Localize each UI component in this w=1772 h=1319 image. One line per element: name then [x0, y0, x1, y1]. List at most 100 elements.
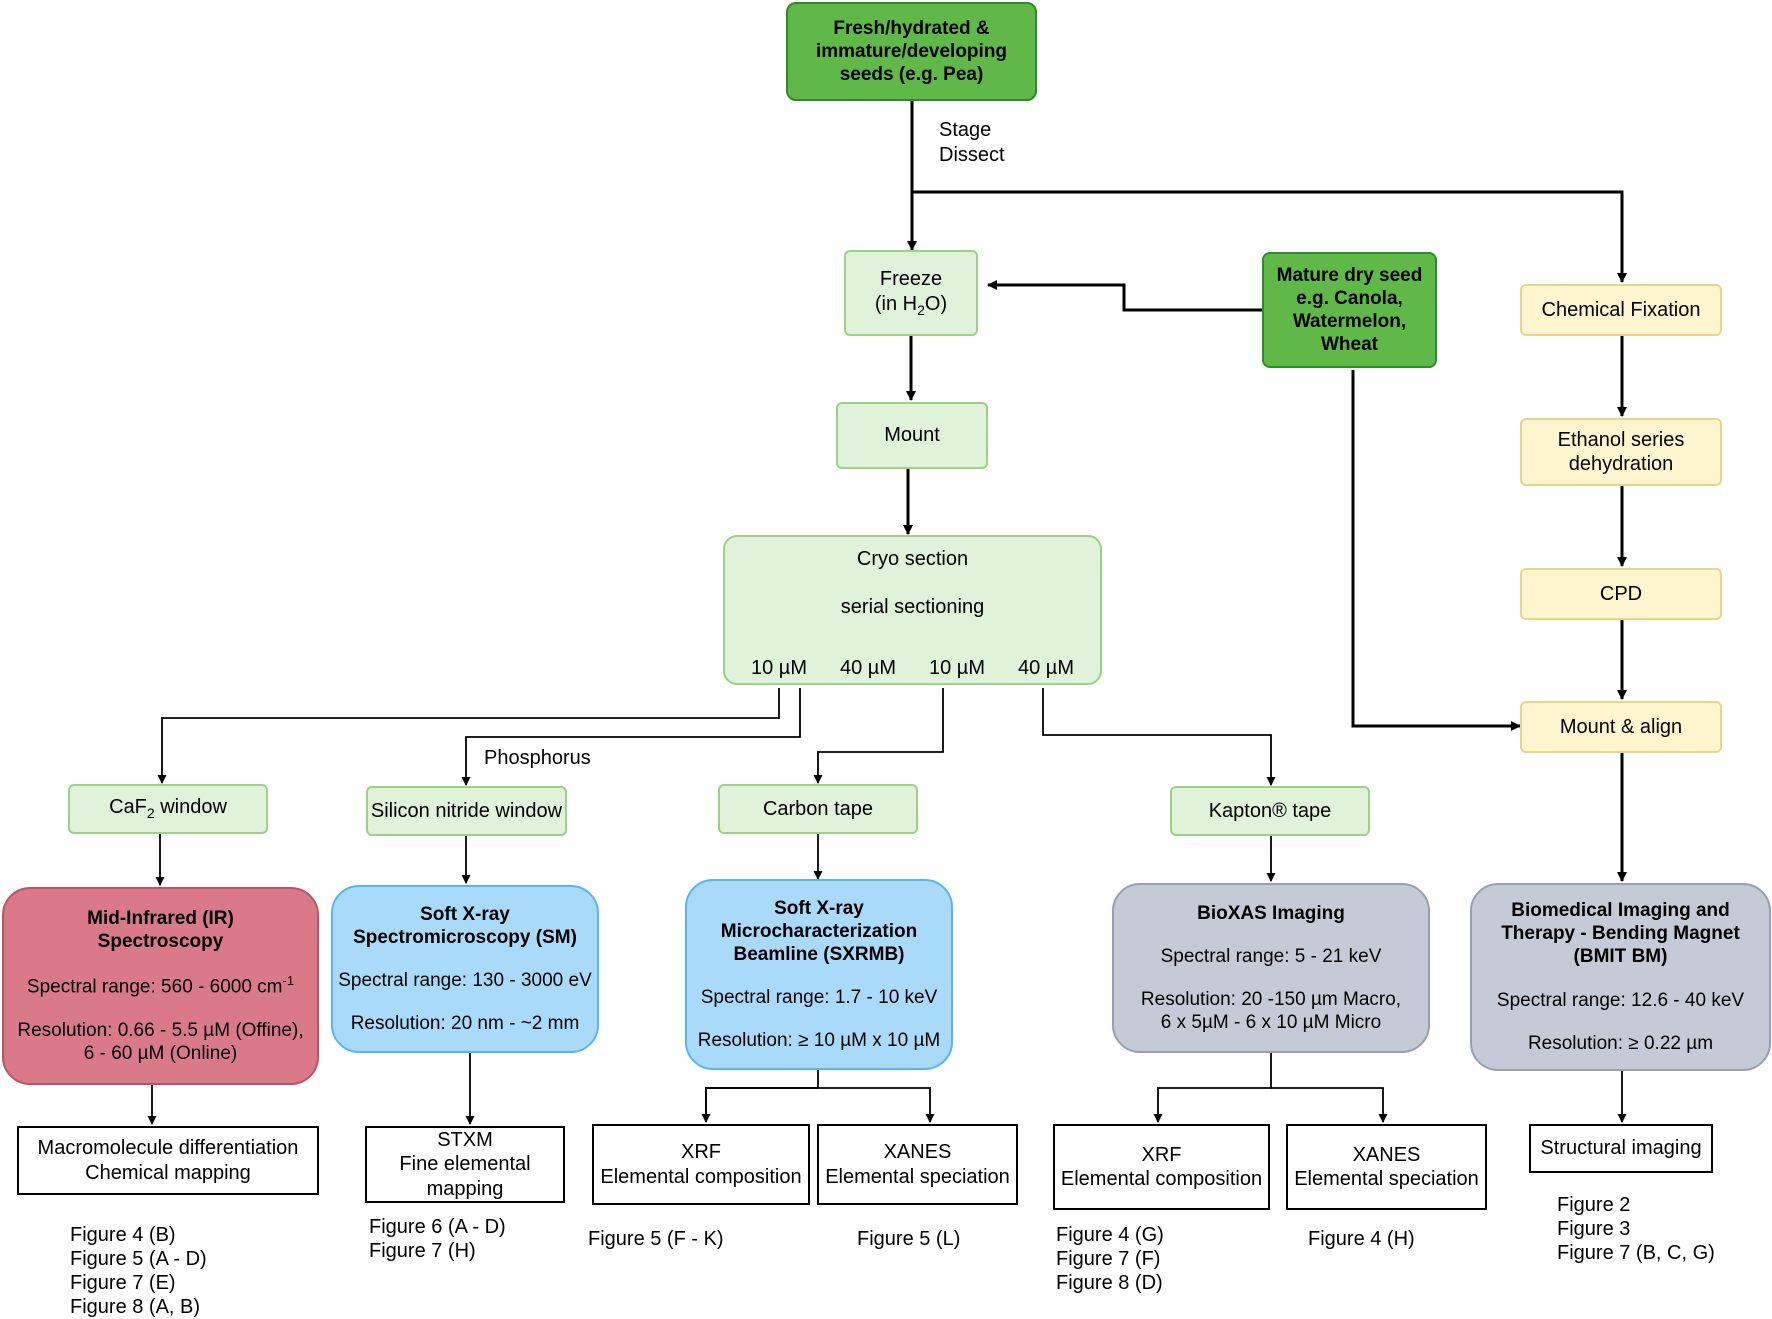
node-ethanol-line: Ethanol series [1557, 428, 1685, 451]
xanes1-line: Elemental speciation [825, 1165, 1010, 1188]
figure-ref: Figure 3 [1557, 1218, 1631, 1240]
figure-refs-sm: Figure 6 (A - D) Figure 7 (H) [369, 1215, 506, 1263]
xrf2-line: XRF [1141, 1143, 1182, 1166]
edge-sxrmb-to-xrf [701, 1087, 818, 1123]
figure-ref: Figure 4 (B) [70, 1224, 176, 1246]
stxm-line: mapping [426, 1177, 504, 1200]
figure-ref: Figure 7 (E) [70, 1272, 176, 1294]
node-silicon-nitride-window: Silicon nitride window [366, 786, 567, 836]
freeze-medium-pre: (in H [874, 292, 918, 315]
node-mature-seed-line: Watermelon, [1292, 311, 1407, 332]
node-fresh-seeds: Fresh/hydrated & immature/developing see… [786, 2, 1037, 101]
sm-title-line: Spectromicroscopy (SM) [353, 926, 577, 948]
edge-label-stage: Stage [939, 119, 992, 141]
xrf1-line: XRF [681, 1141, 721, 1164]
node-freeze-medium: (in H2O) [875, 292, 947, 319]
node-structural-imaging: Structural imaging [1529, 1124, 1713, 1173]
node-cryo-section: Cryo section serial sectioning [723, 535, 1102, 685]
node-fresh-seeds-line: immature/developing [815, 40, 1008, 62]
figure-ref: Figure 4 (H) [1308, 1228, 1415, 1250]
figure-ref: Figure 8 (A, B) [70, 1296, 201, 1318]
node-ir-spectroscopy: Mid-Infrared (IR) Spectroscopy Spectral … [2, 887, 319, 1085]
node-caf2-window: CaF2 window [68, 784, 268, 834]
node-soft-xray-sm: Soft X-ray Spectromicroscopy (SM) Spectr… [331, 885, 599, 1053]
edge-mature-to-freeze [987, 280, 1262, 312]
bioxas-resolution-line: Resolution: 20 -150 µm Macro, [1140, 989, 1402, 1010]
figure-ref: Figure 4 (G) [1056, 1224, 1164, 1246]
ir-resolution-line: Resolution: 0.66 - 5.5 µM (Offine), [17, 1019, 304, 1041]
bmit-title-line: Therapy - Bending Magnet [1501, 923, 1740, 945]
node-carbon-tape: Carbon tape [718, 784, 918, 834]
figure-refs-xanes-sxrmb: Figure 5 (L) [857, 1227, 960, 1251]
node-kapton-tape: Kapton® tape [1170, 786, 1370, 836]
figure-ref: Figure 5 (A - D) [70, 1248, 207, 1270]
caf2-pre: CaF [109, 796, 147, 819]
node-freeze: Freeze (in H2O) [844, 250, 978, 336]
bioxas-spectral-range: Spectral range: 5 - 21 keV [1160, 945, 1382, 967]
edge-label-stage-dissect: Stage Dissect [939, 118, 1005, 168]
node-mature-seed: Mature dry seed e.g. Canola, Watermelon,… [1262, 252, 1437, 368]
bmit-title-line: (BMIT BM) [1573, 946, 1668, 968]
bmit-title-line: Biomedical Imaging and [1511, 900, 1730, 922]
caf2-sub: 2 [146, 805, 155, 822]
edge-bioxas-to-xrf-xanes [1153, 1053, 1272, 1123]
node-xrf-sxrmb: XRF Elemental composition [592, 1124, 810, 1205]
node-ethanol-dehydration: Ethanol series dehydration [1520, 418, 1722, 486]
figure-ref: Figure 2 [1557, 1194, 1631, 1216]
macro-line: Chemical mapping [85, 1161, 251, 1184]
node-mature-seed-line: Wheat [1321, 334, 1378, 356]
xrf1-line: Elemental composition [600, 1165, 802, 1188]
edge-cryo-to-caf2 [157, 688, 780, 784]
node-stxm: STXM Fine elemental mapping [365, 1126, 565, 1203]
node-xanes-bioxas: XANES Elemental speciation [1286, 1124, 1487, 1210]
node-cpd: CPD [1520, 568, 1722, 620]
sxrmb-spectral-range: Spectral range: 1.7 - 10 keV [700, 987, 938, 1009]
figure-refs-bmit: Figure 2 Figure 3 Figure 7 (B, C, G) [1557, 1193, 1715, 1265]
edge-mature-to-mount-align [1351, 370, 1521, 731]
xanes2-line: XANES [1352, 1143, 1421, 1166]
node-macromolecule: Macromolecule differentiation Chemical m… [17, 1126, 319, 1195]
xanes2-line: Elemental speciation [1294, 1168, 1479, 1190]
figure-ref: Figure 7 (B, C, G) [1557, 1242, 1715, 1264]
figure-ref: Figure 6 (A - D) [369, 1216, 506, 1238]
edge-bioxas-to-xanes [1271, 1087, 1388, 1123]
figure-refs-xrf-bioxas: Figure 4 (G) Figure 7 (F) Figure 8 (D) [1056, 1223, 1164, 1295]
figure-ref: Figure 8 (D) [1056, 1272, 1163, 1294]
ir-title-line: Mid-Infrared (IR) [87, 907, 234, 929]
sxrmb-title-line: Beamline (SXRMB) [733, 943, 905, 965]
sxrmb-resolution: Resolution: ≥ 10 µM x 10 µM [697, 1030, 941, 1052]
figure-refs-xanes-bioxas: Figure 4 (H) [1308, 1227, 1415, 1251]
ir-range-sup: -1 [282, 973, 295, 989]
figure-ref: Figure 7 (H) [369, 1240, 476, 1262]
node-xrf-bioxas: XRF Elemental composition [1053, 1124, 1270, 1210]
cryo-thickness-2: 40 µM [840, 657, 896, 679]
sm-resolution: Resolution: 20 nm - ~2 mm [350, 1013, 580, 1035]
node-mature-seed-line: Mature dry seed [1276, 264, 1423, 286]
figure-refs-ir: Figure 4 (B) Figure 5 (A - D) Figure 7 (… [70, 1223, 207, 1319]
edge-label-dissect: Dissect [939, 144, 1005, 166]
sxrmb-title-line: Soft X-ray [774, 897, 864, 919]
bioxas-title: BioXAS Imaging [1197, 902, 1345, 924]
cryo-subtitle: serial sectioning [840, 596, 985, 619]
freeze-medium-post: O) [924, 292, 948, 315]
caf2-post: window [154, 796, 227, 819]
xrf2-line: Elemental composition [1060, 1168, 1263, 1190]
xanes1-line: XANES [883, 1141, 952, 1164]
bmit-resolution: Resolution: ≥ 0.22 µm [1527, 1032, 1714, 1054]
sm-spectral-range: Spectral range: 130 - 3000 eV [338, 970, 592, 991]
edge-cryo-to-kapton [1042, 688, 1276, 786]
cryo-title: Cryo section [856, 548, 969, 570]
node-fresh-seeds-line: seeds (e.g. Pea) [839, 64, 984, 86]
node-soft-xray-sxrmb: Soft X-ray Microcharacterization Beamlin… [685, 879, 953, 1070]
ir-spectral-range: Spectral range: 560 - 6000 cm-1 [27, 973, 294, 999]
figure-ref: Figure 5 (F - K) [588, 1228, 724, 1250]
cryo-thickness-3: 10 µM [929, 657, 985, 679]
edge-cryo-to-carbon [813, 688, 944, 784]
figure-refs-xrf-sxrmb: Figure 5 (F - K) [588, 1227, 724, 1251]
cryo-thickness-1: 10 µM [751, 657, 807, 679]
stxm-line: Fine elemental [399, 1153, 531, 1176]
bmit-spectral-range: Spectral range: 12.6 - 40 keV [1496, 989, 1745, 1011]
node-fresh-seeds-line: Fresh/hydrated & [833, 17, 990, 39]
node-mount: Mount [836, 402, 988, 469]
